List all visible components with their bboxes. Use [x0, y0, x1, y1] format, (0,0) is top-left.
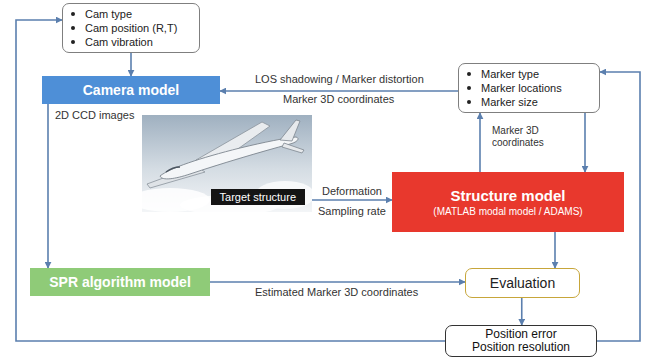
- connector-arrow: [554, 232, 556, 268]
- edge-label: LOS shadowing / Marker distortion: [253, 73, 426, 86]
- note-label: Sampling rate: [316, 205, 388, 218]
- process-box: SPR algorithm model: [30, 268, 210, 296]
- bullet-dot: [467, 72, 471, 76]
- connector-arrow: [16, 20, 445, 341]
- edge-label: Deformation: [320, 185, 384, 198]
- bullet-dot: [71, 40, 75, 44]
- list-text: Cam position (R,T): [85, 21, 177, 35]
- list-text: Marker locations: [481, 81, 562, 95]
- connector-arrow: [220, 90, 458, 92]
- node-title: Target structure: [211, 189, 305, 205]
- list-text: Marker type: [481, 67, 539, 81]
- node-title: Evaluation: [490, 275, 555, 291]
- process-box: Structure model (MATLAB modal model / ADA…: [392, 172, 624, 232]
- bullet-dot: [71, 12, 75, 16]
- aircraft-fuselage: [160, 137, 298, 179]
- bullet-dot: [467, 86, 471, 90]
- list-item: Marker locations: [467, 81, 591, 95]
- aircraft-tail: [282, 143, 304, 153]
- connector-arrow: [479, 113, 481, 172]
- list-text: Marker size: [481, 95, 538, 109]
- node-subtitle: (MATLAB modal model / ADAMS): [433, 206, 582, 217]
- aircraft-picture: [130, 115, 315, 215]
- edge-label: 2D CCD images: [53, 109, 136, 122]
- list-item: Cam position (R,T): [71, 21, 191, 35]
- connector-arrow: [47, 104, 49, 268]
- connector-arrow: [584, 113, 586, 172]
- result-box: Position error Position resolution: [445, 325, 597, 357]
- edge-label: Marker 3D coordinates: [490, 125, 568, 149]
- evaluation-box: Evaluation: [465, 268, 580, 298]
- connector-arrow: [130, 53, 132, 76]
- bullet-dot: [467, 100, 471, 104]
- parameter-list-box: Marker typeMarker locationsMarker size: [458, 63, 600, 113]
- connector-arrow: [210, 281, 465, 283]
- list-item: Cam type: [71, 7, 191, 21]
- node-title: Structure model: [450, 187, 565, 204]
- list-item: Cam vibration: [71, 35, 191, 49]
- node-title: Position error Position resolution: [468, 328, 574, 354]
- node-title: Camera model: [83, 82, 179, 98]
- aircraft-tail: [280, 120, 300, 141]
- note-label: Marker 3D coordinates: [281, 93, 396, 106]
- picture-box: Target structure: [142, 115, 312, 212]
- connector-arrow: [312, 199, 392, 201]
- process-box: Camera model: [42, 76, 220, 104]
- aircraft-window: [166, 167, 180, 172]
- list-text: Cam type: [85, 7, 132, 21]
- node-title: SPR algorithm model: [49, 274, 191, 290]
- connector-arrow: [521, 298, 523, 325]
- list-item: Marker size: [467, 95, 591, 109]
- list-item: Marker type: [467, 67, 591, 81]
- parameter-list-box: Cam typeCam position (R,T)Cam vibration: [62, 3, 200, 53]
- bullet-dot: [71, 26, 75, 30]
- edge-label: Estimated Marker 3D coordinates: [253, 286, 420, 299]
- list-text: Cam vibration: [85, 35, 153, 49]
